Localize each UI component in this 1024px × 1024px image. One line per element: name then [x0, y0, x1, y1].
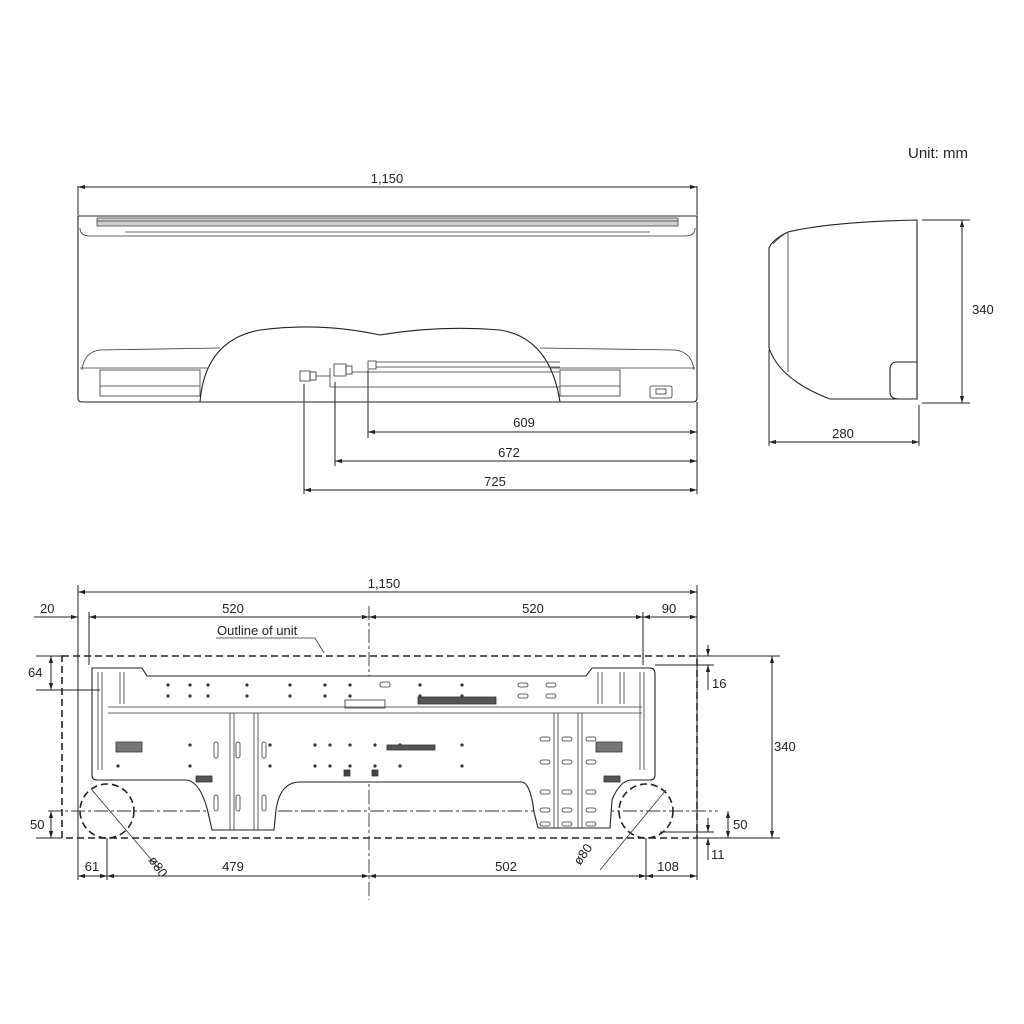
- front-hump: [199, 326, 561, 403]
- plate-right-margin-label: 90: [662, 601, 676, 616]
- front-view: [77, 184, 698, 494]
- wall-hole-left: [79, 783, 135, 839]
- top-offset-right-label: 16: [712, 676, 726, 691]
- plate-right-half-label: 520: [522, 601, 544, 616]
- side-connector-cover: [889, 361, 918, 400]
- plate-left-margin-label: 20: [40, 601, 54, 616]
- hole-left-center-label: 479: [222, 859, 244, 874]
- side-view: [768, 219, 970, 446]
- center-hole-right-label: 502: [495, 859, 517, 874]
- side-depth-label: 280: [832, 426, 854, 441]
- mounting-plate: [91, 667, 656, 831]
- unit-outline-dashed: [61, 655, 698, 839]
- bottom-offset-right-label: 50: [733, 817, 747, 832]
- outline-of-unit-label: Outline of unit: [217, 623, 298, 638]
- hole-left-edge-label: 61: [85, 859, 99, 874]
- unit-label: Unit: mm: [908, 145, 968, 162]
- hole-right-edge-label: 108: [657, 859, 679, 874]
- top-offset-left-label: 64: [28, 665, 42, 680]
- wall-hole-right: [618, 783, 674, 839]
- display-window: [649, 385, 673, 399]
- plate-left-half-label: 520: [222, 601, 244, 616]
- refrigerant-pipes: [299, 360, 560, 388]
- side-height-label: 340: [972, 302, 994, 317]
- bottom-offset-left-label: 50: [30, 817, 44, 832]
- indoor-unit-side-outline: [768, 219, 918, 400]
- installation-plate-view: [34, 585, 780, 900]
- bottom-gap-label: 11: [711, 847, 725, 862]
- left-vent: [99, 369, 201, 397]
- pipe-dim-672: 672: [498, 445, 520, 460]
- hole-diameter-right-label: ø80: [570, 841, 595, 868]
- pipe-dim-725: 725: [484, 474, 506, 489]
- plate-total-width-label: 1,150: [368, 576, 401, 591]
- pipe-dim-609: 609: [513, 415, 535, 430]
- plate-height-label: 340: [774, 739, 796, 754]
- front-width-label: 1,150: [371, 171, 404, 186]
- top-grille: [96, 217, 679, 227]
